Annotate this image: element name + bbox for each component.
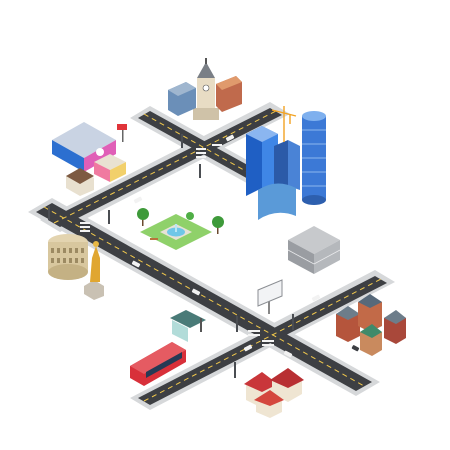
round-tower-bands [302,129,326,187]
car [283,350,293,358]
tram-roof [130,342,186,374]
lane-mark-left-cross [53,110,277,224]
park-trees [137,208,224,234]
bus-stop-glass [172,320,188,342]
curved-office [258,183,296,220]
bus-stop [170,310,206,342]
billboard [257,279,283,314]
round-tower-top [302,111,326,121]
traffic-lights [48,134,294,378]
car [225,134,235,142]
residential-houses [244,368,304,418]
old-town-buildings [168,58,242,120]
shopping-mall [52,122,127,196]
city-park-fountain [137,208,224,250]
billboard-panel [257,279,283,307]
garage-levels [287,249,341,265]
golden-statue [84,241,104,300]
bus-stop-sign [200,318,202,332]
shop-annex-right [110,162,126,182]
car [191,288,201,296]
blue-office-roof [168,82,196,96]
car [351,345,360,352]
mall-sign [117,124,127,130]
crosswalk-upper [196,144,222,158]
townhouse-1-roof [336,306,360,320]
traffic-light [48,206,50,220]
parking-garage [287,226,341,274]
crosswalk-left [80,222,90,232]
car [133,196,143,204]
traffic-light [236,316,238,332]
fountain-spout [175,224,177,232]
skyscraper-cluster [246,106,326,220]
glass-tower-roof [246,126,278,142]
clock-tower-spire [205,58,207,64]
house-3-roof [254,390,284,406]
cars [131,134,360,358]
mall-left-wall [52,140,84,172]
construction-crane [271,106,297,142]
traffic-light [199,164,201,178]
mall-logo [96,148,104,156]
traffic-light [181,134,183,148]
traffic-light [234,362,236,378]
statue-head [93,241,99,247]
car [243,344,253,352]
traffic-light [108,210,110,224]
lane-mark-main [43,206,365,387]
tram [130,342,186,386]
colosseum-arches [51,248,84,263]
mall-sign-pole [122,128,124,142]
mid-tower-right [288,140,300,190]
house-1-roof [244,372,278,392]
townhouse-3-roof [384,310,406,324]
statue-figure [90,246,100,282]
brick-townhouses [336,294,406,356]
park-bench [150,238,158,240]
mid-tower-left [274,140,288,192]
house-2-roof [270,368,304,388]
statue-pedestal [84,280,104,300]
market-kiosk-roof [66,168,94,184]
crosswalk-lower [248,330,274,346]
bus-stop-roof [170,310,206,328]
glass-tower-left [246,126,262,196]
tram-windows [146,352,182,378]
clock-face [202,84,210,92]
townhouse-2-roof [358,294,382,308]
shop-annex-left [94,162,110,182]
road-network [28,102,395,410]
clock-tower-roof [197,62,215,78]
car [131,260,141,268]
townhouse-4-roof [360,324,382,338]
billboard-pole [268,298,270,314]
traffic-light [292,314,294,330]
brick-hall-roof [216,76,242,90]
clock-tower-base [193,108,219,120]
colosseum-base [48,264,88,280]
round-tower-base [302,195,326,205]
colosseum [48,234,88,280]
car [311,294,321,302]
